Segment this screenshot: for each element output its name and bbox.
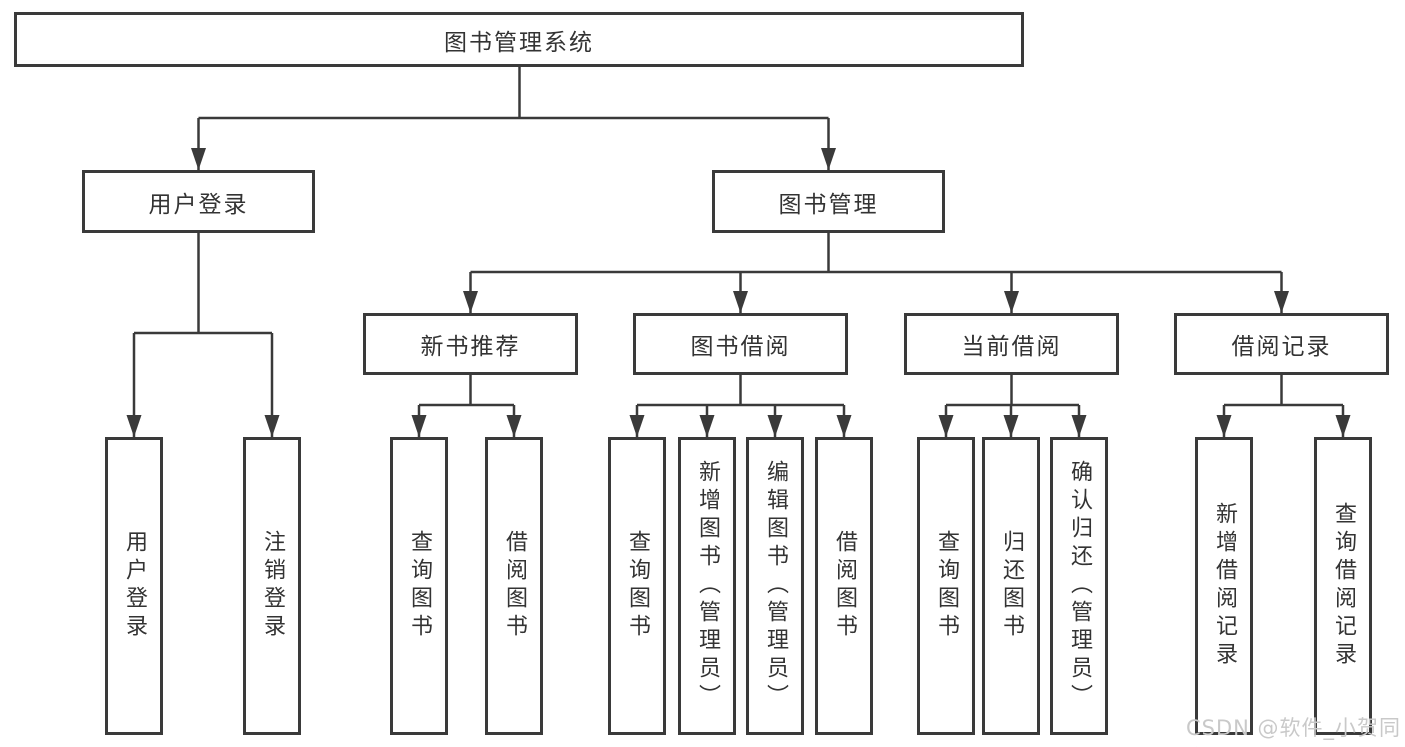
- leaf-logout: 注销登录: [243, 437, 301, 735]
- node-current-borrow: 当前借阅: [904, 313, 1119, 375]
- leaf-query-books-recommend: 查询图书: [390, 437, 448, 735]
- leaf-borrow-books: 借阅图书: [815, 437, 873, 735]
- leaf-label: 新增借阅记录: [1212, 502, 1237, 670]
- leaf-label: 借阅图书: [832, 530, 857, 642]
- leaf-add-book-admin: 新增图书（管理员）: [678, 437, 736, 735]
- leaf-label: 新增图书（管理员）: [695, 460, 720, 712]
- node-new-book-recommend: 新书推荐: [363, 313, 578, 375]
- leaf-query-books-borrow: 查询图书: [608, 437, 666, 735]
- leaf-label: 确认归还（管理员）: [1067, 460, 1092, 712]
- node-book-management: 图书管理: [712, 170, 945, 233]
- leaf-add-borrow-record: 新增借阅记录: [1195, 437, 1253, 735]
- leaf-borrow-books-recommend: 借阅图书: [485, 437, 543, 735]
- node-label: 新书推荐: [420, 334, 521, 360]
- leaf-label: 注销登录: [260, 530, 285, 642]
- leaf-user-login: 用户登录: [105, 437, 163, 735]
- node-label: 借阅记录: [1231, 334, 1332, 360]
- leaf-label: 查询图书: [934, 530, 959, 642]
- watermark: CSDN @软件_小贺同学: [1186, 716, 1402, 747]
- leaf-query-borrow-record: 查询借阅记录: [1314, 437, 1372, 735]
- leaf-label: 用户登录: [122, 530, 147, 642]
- node-label: 图书借阅: [690, 334, 791, 360]
- leaf-edit-book-admin: 编辑图书（管理员）: [746, 437, 804, 735]
- leaf-label: 借阅图书: [502, 530, 527, 642]
- leaf-label: 查询借阅记录: [1331, 502, 1356, 670]
- leaf-label: 归还图书: [999, 530, 1024, 642]
- node-label: 用户登录: [148, 191, 249, 218]
- leaf-label: 编辑图书（管理员）: [763, 460, 788, 712]
- node-library-management-system: 图书管理系统: [14, 12, 1024, 67]
- leaf-confirm-return-admin: 确认归还（管理员）: [1050, 437, 1108, 735]
- node-label: 图书管理: [778, 191, 879, 218]
- node-user-login: 用户登录: [82, 170, 315, 233]
- node-label: 当前借阅: [961, 334, 1062, 360]
- leaf-query-books-current: 查询图书: [917, 437, 975, 735]
- leaf-label: 查询图书: [625, 530, 650, 642]
- node-borrow-records: 借阅记录: [1174, 313, 1389, 375]
- leaf-label: 查询图书: [407, 530, 432, 642]
- node-label: 图书管理系统: [444, 29, 594, 56]
- node-book-borrow: 图书借阅: [633, 313, 848, 375]
- leaf-return-book: 归还图书: [982, 437, 1040, 735]
